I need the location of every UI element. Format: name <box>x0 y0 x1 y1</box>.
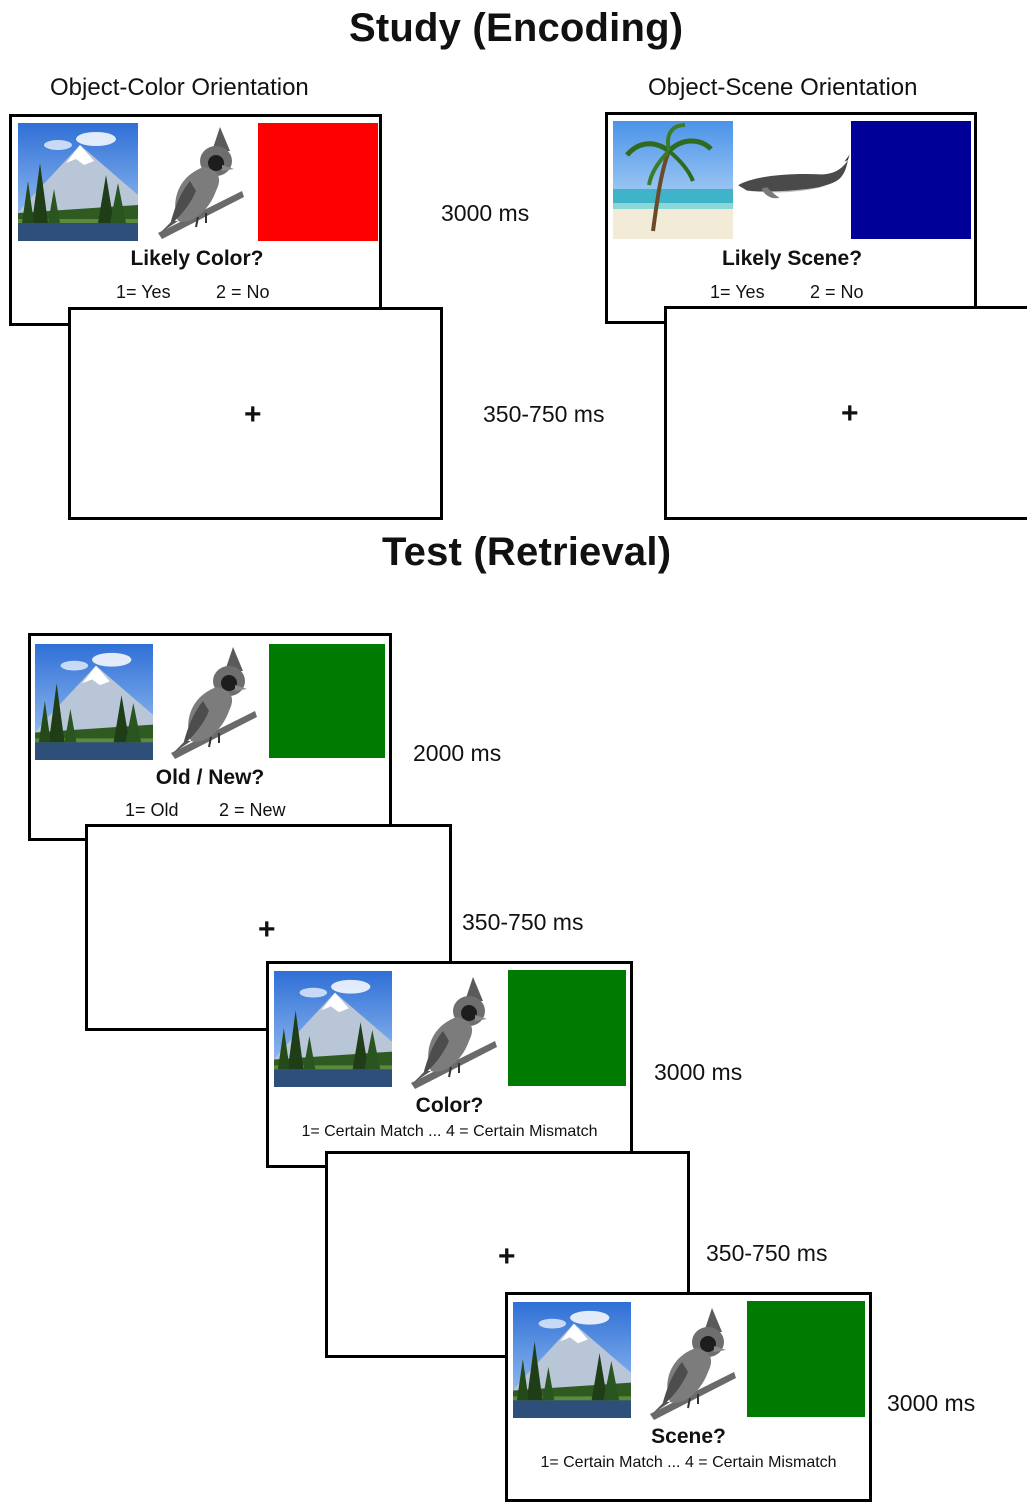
certainty-scale: 1= Certain Match ... 4 = Certain Mismatc… <box>540 1454 837 1471</box>
yes-response-key: 1= Yes <box>116 282 171 302</box>
mountain-forest-lake-image <box>513 1302 631 1418</box>
green-color-swatch <box>747 1301 865 1417</box>
fixation-cross: + <box>498 1240 516 1273</box>
tropical-beach-palm-image <box>613 121 733 239</box>
mountain-forest-lake-image <box>274 971 392 1087</box>
cardinal-bird-image <box>163 640 263 762</box>
certainty-scale: 1= Certain Match ... 4 = Certain Mismatc… <box>301 1123 598 1140</box>
red-color-swatch <box>258 123 378 241</box>
color-duration: 3000 ms <box>654 1059 743 1085</box>
old-response-key: 1= Old <box>125 800 179 820</box>
blue-color-swatch <box>851 121 971 239</box>
old-new-duration: 2000 ms <box>413 740 502 766</box>
test-scene-frame: Scene? 1= Certain Match ... 4 = Certain … <box>505 1292 872 1502</box>
study-color-stimulus-frame: Likely Color? 1= Yes 2 = No <box>9 114 382 326</box>
cardinal-bird-image <box>403 970 503 1092</box>
test-heading: Test (Retrieval) <box>382 530 672 574</box>
green-color-swatch <box>269 644 385 758</box>
fixation-1-duration: 350-750 ms <box>462 909 584 935</box>
fixation-2-duration: 350-750 ms <box>706 1240 828 1266</box>
object-color-orientation-label: Object-Color Orientation <box>50 74 309 101</box>
fixation-cross: + <box>258 913 276 946</box>
likely-scene-question: Likely Scene? <box>721 247 863 270</box>
test-color-frame: Color? 1= Certain Match ... 4 = Certain … <box>266 961 633 1168</box>
test-old-new-frame: Old / New? 1= Old 2 = New <box>28 633 392 841</box>
old-new-question: Old / New? <box>155 766 265 789</box>
cardinal-bird-image <box>150 119 250 243</box>
fixation-cross: + <box>841 397 859 430</box>
yes-response-key: 1= Yes <box>710 282 765 302</box>
study-stimulus-duration: 3000 ms <box>441 200 530 226</box>
study-scene-fixation-frame: + <box>664 306 1027 520</box>
color-question: Color? <box>415 1094 484 1117</box>
object-scene-orientation-label: Object-Scene Orientation <box>648 74 918 101</box>
study-fixation-duration: 350-750 ms <box>483 401 605 427</box>
whale-image <box>732 151 854 205</box>
fixation-cross: + <box>244 398 262 431</box>
likely-color-question: Likely Color? <box>130 247 264 270</box>
green-color-swatch <box>508 970 626 1086</box>
no-response-key: 2 = No <box>810 282 864 302</box>
scene-duration: 3000 ms <box>887 1390 976 1416</box>
scene-question: Scene? <box>651 1425 726 1448</box>
mountain-forest-lake-image <box>18 123 138 241</box>
study-scene-stimulus-frame: Likely Scene? 1= Yes 2 = No <box>605 112 977 324</box>
study-color-fixation-frame: + <box>68 307 443 520</box>
study-heading: Study (Encoding) <box>349 6 684 50</box>
no-response-key: 2 = No <box>216 282 270 302</box>
cardinal-bird-image <box>642 1301 742 1423</box>
mountain-forest-lake-image <box>35 644 153 760</box>
new-response-key: 2 = New <box>219 800 286 820</box>
